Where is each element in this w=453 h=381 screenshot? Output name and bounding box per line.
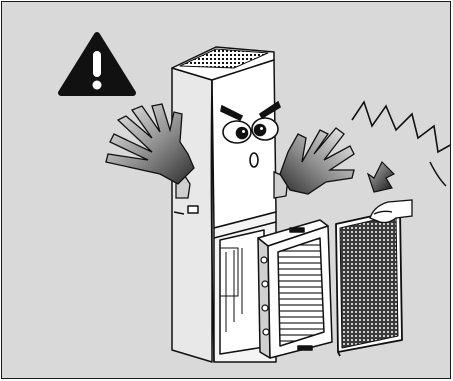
down-arrow-icon xyxy=(368,162,394,192)
shock-burst xyxy=(352,102,451,152)
hand-holding-filter xyxy=(370,200,412,223)
filter-cassette xyxy=(258,220,332,358)
right-hand xyxy=(274,128,354,198)
left-hand xyxy=(106,104,194,198)
pre-filter-mesh-panel xyxy=(336,210,402,356)
warning-triangle-icon xyxy=(61,35,133,93)
